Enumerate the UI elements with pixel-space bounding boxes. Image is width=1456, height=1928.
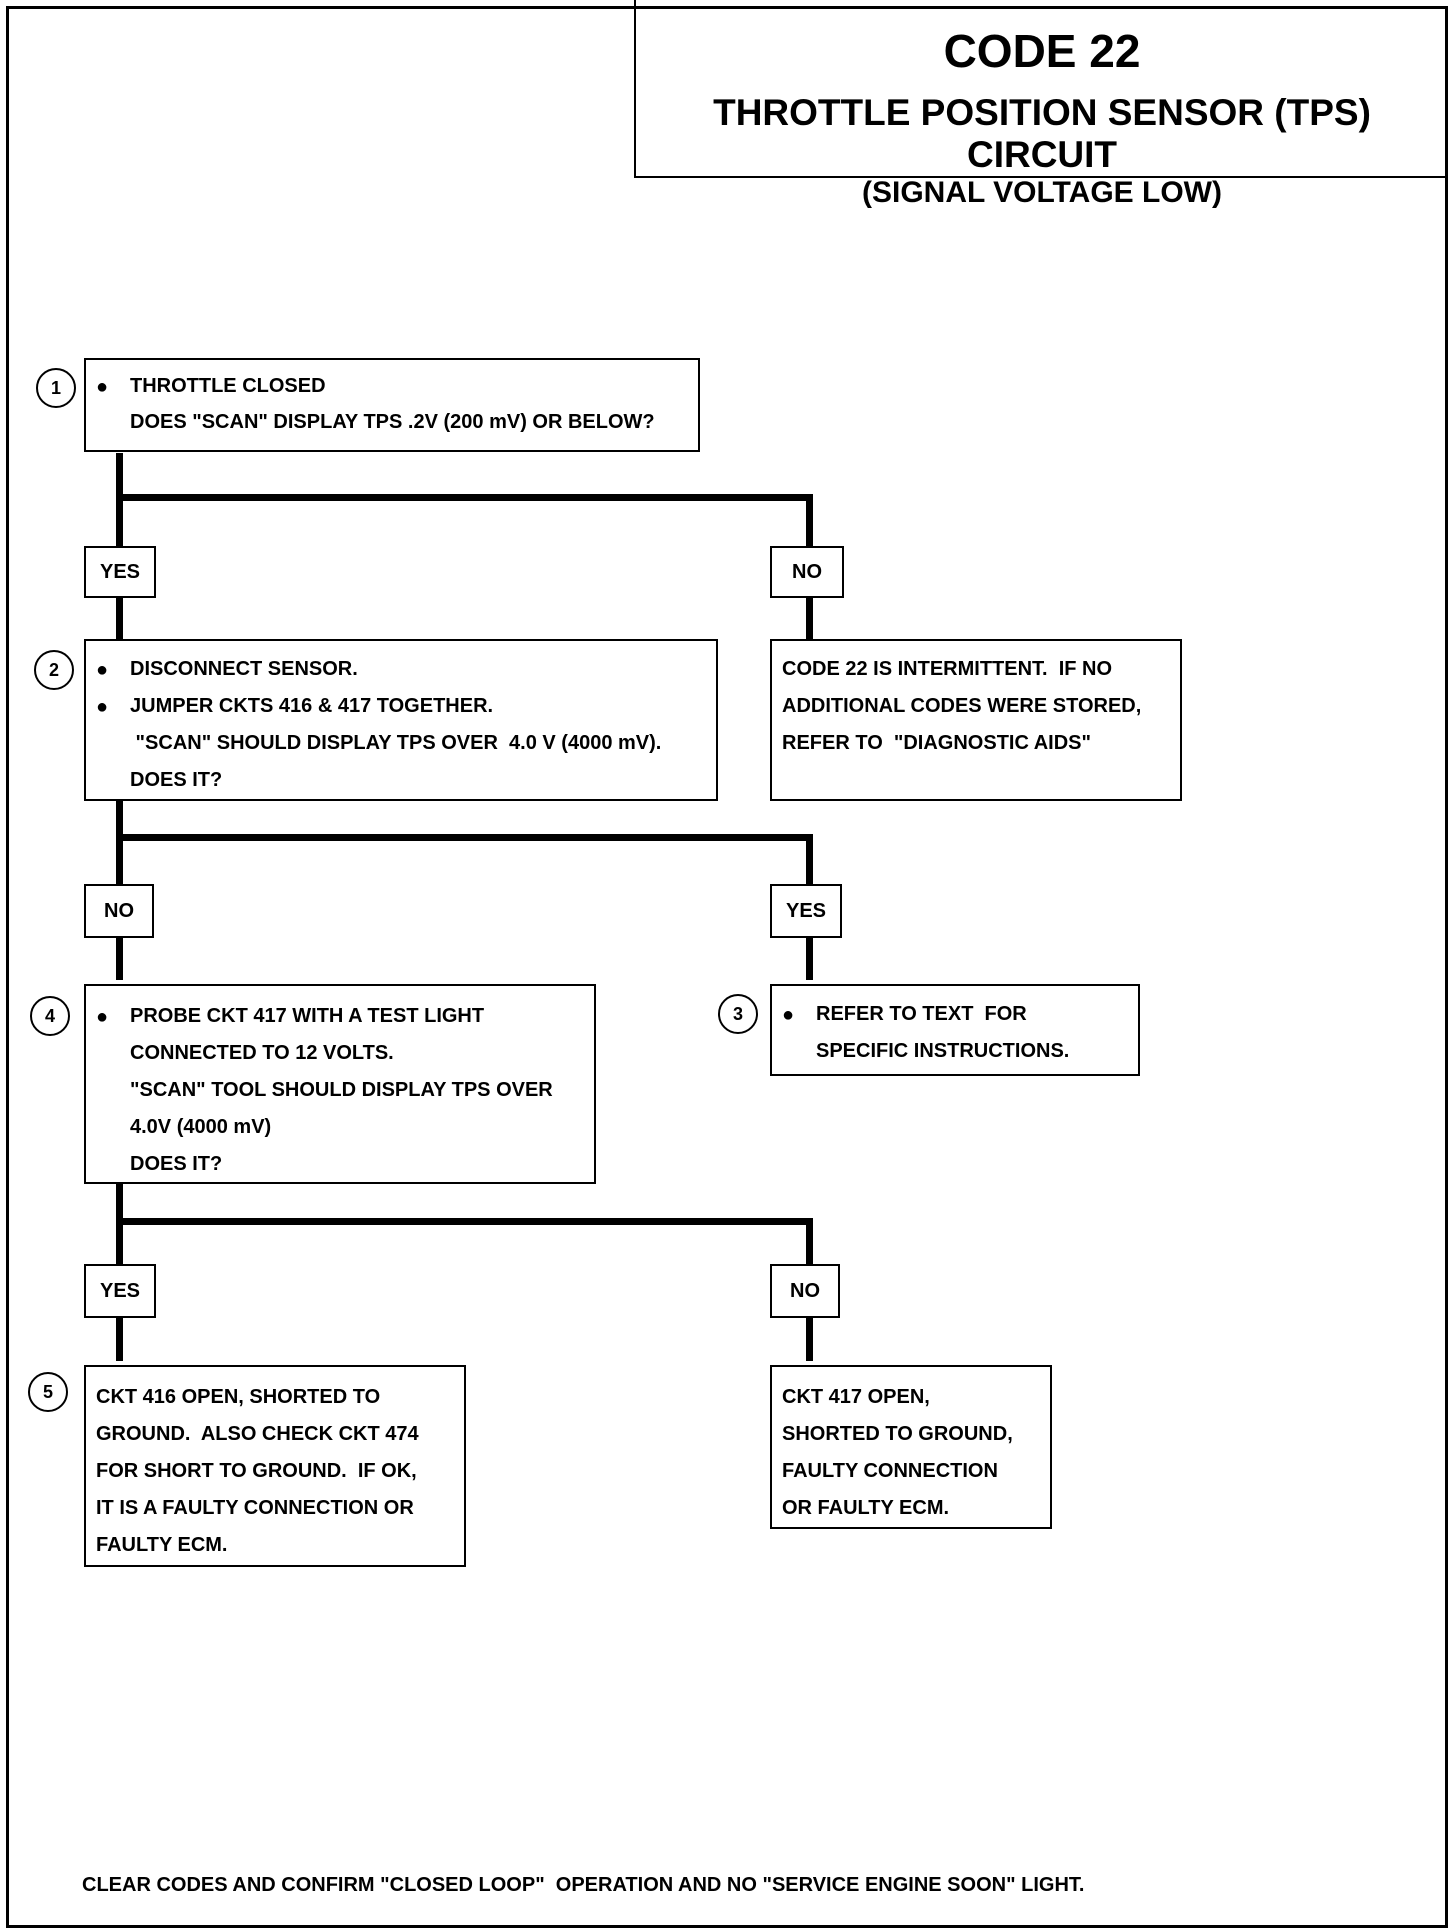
step-2-line-4: DOES IT? bbox=[130, 769, 223, 791]
intermittent-line-3: REFER TO "DIAGNOSTIC AIDS" bbox=[782, 732, 1091, 754]
step-5-line-5: FAULTY ECM. bbox=[96, 1534, 228, 1556]
step-4-line-2: CONNECTED TO 12 VOLTS. bbox=[130, 1042, 394, 1064]
step-4-line-1: PROBE CKT 417 WITH A TEST LIGHT bbox=[130, 1005, 485, 1027]
ckt-417-line-1: CKT 417 OPEN, bbox=[782, 1386, 930, 1408]
page-subtitle: (SIGNAL VOLTAGE LOW) bbox=[862, 176, 1222, 209]
connector-line bbox=[116, 494, 813, 501]
connector-line bbox=[806, 935, 813, 980]
ckt-417-line-3: FAULTY CONNECTION bbox=[782, 1460, 998, 1482]
bullet-icon: ● bbox=[96, 659, 109, 681]
intermittent-line-1: CODE 22 IS INTERMITTENT. IF NO bbox=[782, 658, 1113, 680]
connector-line bbox=[116, 596, 123, 640]
branch-yes-label: YES bbox=[84, 546, 156, 598]
ckt-417-line-4: OR FAULTY ECM. bbox=[782, 1497, 950, 1519]
connector-line bbox=[116, 1218, 813, 1225]
ckt-417-result-box: CKT 417 OPEN, SHORTED TO GROUND, FAULTY … bbox=[770, 1365, 1052, 1529]
step-3-box: ● REFER TO TEXT FOR SPECIFIC INSTRUCTION… bbox=[770, 984, 1140, 1076]
step-2-line-1: DISCONNECT SENSOR. bbox=[130, 658, 358, 680]
connector-line bbox=[116, 834, 813, 841]
step-number-3: 3 bbox=[718, 994, 758, 1034]
step-1-line-1: THROTTLE CLOSED bbox=[130, 375, 326, 397]
page-frame bbox=[6, 6, 1448, 1928]
page-title: THROTTLE POSITION SENSOR (TPS) CIRCUIT bbox=[713, 92, 1371, 175]
bullet-icon: ● bbox=[782, 1004, 795, 1026]
bullet-icon: ● bbox=[96, 696, 109, 718]
step-1-line-2: DOES "SCAN" DISPLAY TPS .2V (200 mV) OR … bbox=[130, 411, 655, 433]
step-5-line-4: IT IS A FAULTY CONNECTION OR bbox=[96, 1497, 414, 1519]
step-5-line-2: GROUND. ALSO CHECK CKT 474 bbox=[96, 1423, 419, 1445]
connector-line bbox=[116, 1316, 123, 1361]
connector-line bbox=[116, 798, 123, 884]
connector-line bbox=[806, 494, 813, 546]
connector-line bbox=[806, 1218, 813, 1264]
ckt-417-line-2: SHORTED TO GROUND, bbox=[782, 1423, 1013, 1445]
step-number-5: 5 bbox=[28, 1372, 68, 1412]
code-title: CODE 22 bbox=[943, 25, 1141, 77]
branch-no-label: NO bbox=[770, 546, 844, 598]
step-3-line-1: REFER TO TEXT FOR bbox=[816, 1003, 1027, 1025]
connector-line bbox=[806, 834, 813, 884]
step-number-4: 4 bbox=[30, 996, 70, 1036]
connector-line bbox=[806, 1316, 813, 1361]
step-2-line-2: JUMPER CKTS 416 & 417 TOGETHER. bbox=[130, 695, 494, 717]
step-2-box: ● ● DISCONNECT SENSOR. JUMPER CKTS 416 &… bbox=[84, 639, 718, 801]
step-4-line-3: "SCAN" TOOL SHOULD DISPLAY TPS OVER bbox=[130, 1079, 553, 1101]
step-2-line-3: "SCAN" SHOULD DISPLAY TPS OVER 4.0 V (40… bbox=[130, 732, 662, 754]
step-4-box: ● PROBE CKT 417 WITH A TEST LIGHT CONNEC… bbox=[84, 984, 596, 1184]
footer-note: CLEAR CODES AND CONFIRM "CLOSED LOOP" OP… bbox=[82, 1874, 1085, 1896]
branch-no-label: NO bbox=[84, 884, 154, 938]
step-number-2: 2 bbox=[34, 650, 74, 690]
step-5-line-3: FOR SHORT TO GROUND. IF OK, bbox=[96, 1460, 417, 1482]
step-3-line-2: SPECIFIC INSTRUCTIONS. bbox=[816, 1040, 1070, 1062]
intermittent-result-box: CODE 22 IS INTERMITTENT. IF NO ADDITIONA… bbox=[770, 639, 1182, 801]
bullet-icon: ● bbox=[96, 376, 109, 398]
step-number-1: 1 bbox=[36, 368, 76, 408]
step-5-box: CKT 416 OPEN, SHORTED TO GROUND. ALSO CH… bbox=[84, 1365, 466, 1567]
step-4-line-4: 4.0V (4000 mV) bbox=[130, 1116, 272, 1138]
branch-yes-label: YES bbox=[84, 1264, 156, 1318]
branch-no-label: NO bbox=[770, 1264, 840, 1318]
connector-line bbox=[116, 935, 123, 980]
step-4-line-5: DOES IT? bbox=[130, 1153, 223, 1175]
branch-yes-label: YES bbox=[770, 884, 842, 938]
connector-line bbox=[806, 596, 813, 640]
bullet-icon: ● bbox=[96, 1006, 109, 1028]
intermittent-line-2: ADDITIONAL CODES WERE STORED, bbox=[782, 695, 1142, 717]
step-5-line-1: CKT 416 OPEN, SHORTED TO bbox=[96, 1386, 381, 1408]
step-1-box: ● THROTTLE CLOSED DOES "SCAN" DISPLAY TP… bbox=[84, 358, 700, 452]
title-block: CODE 22 THROTTLE POSITION SENSOR (TPS) C… bbox=[634, 0, 1448, 209]
